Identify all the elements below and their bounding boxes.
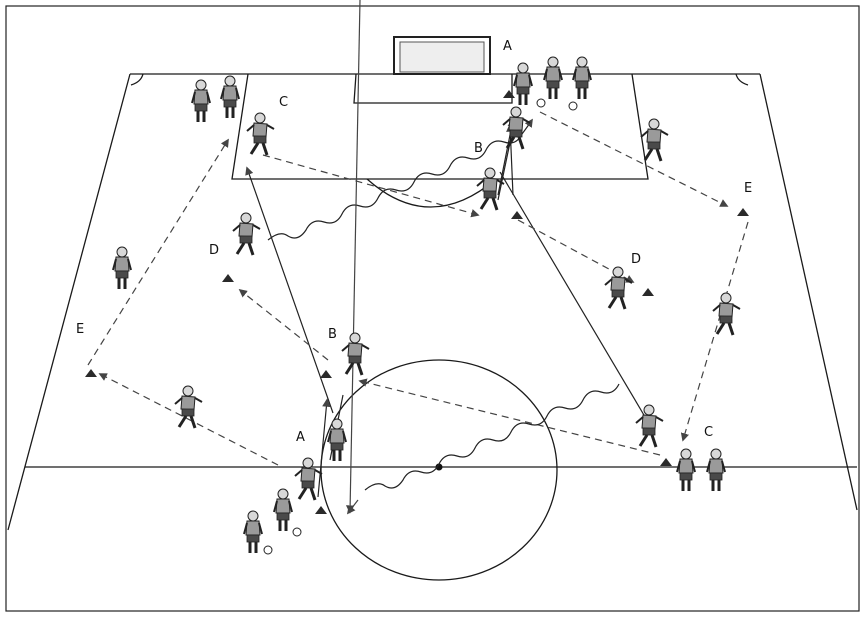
label-a-top: A <box>503 39 512 54</box>
label-a-bottom: A <box>296 430 305 445</box>
ball-icon <box>264 546 272 554</box>
label-e-right: E <box>744 181 752 196</box>
ball-icon <box>569 102 577 110</box>
ball-icon <box>537 99 545 107</box>
label-c-top: C <box>279 95 288 110</box>
label-b-mid: B <box>328 327 337 342</box>
ball-icon <box>293 528 301 536</box>
label-c-bottom: C <box>704 425 713 440</box>
label-d-right: D <box>631 252 641 267</box>
label-b-top: B <box>474 141 483 156</box>
label-d-left: D <box>209 243 219 258</box>
label-e-left: E <box>76 322 84 337</box>
goal-icon <box>394 37 490 74</box>
